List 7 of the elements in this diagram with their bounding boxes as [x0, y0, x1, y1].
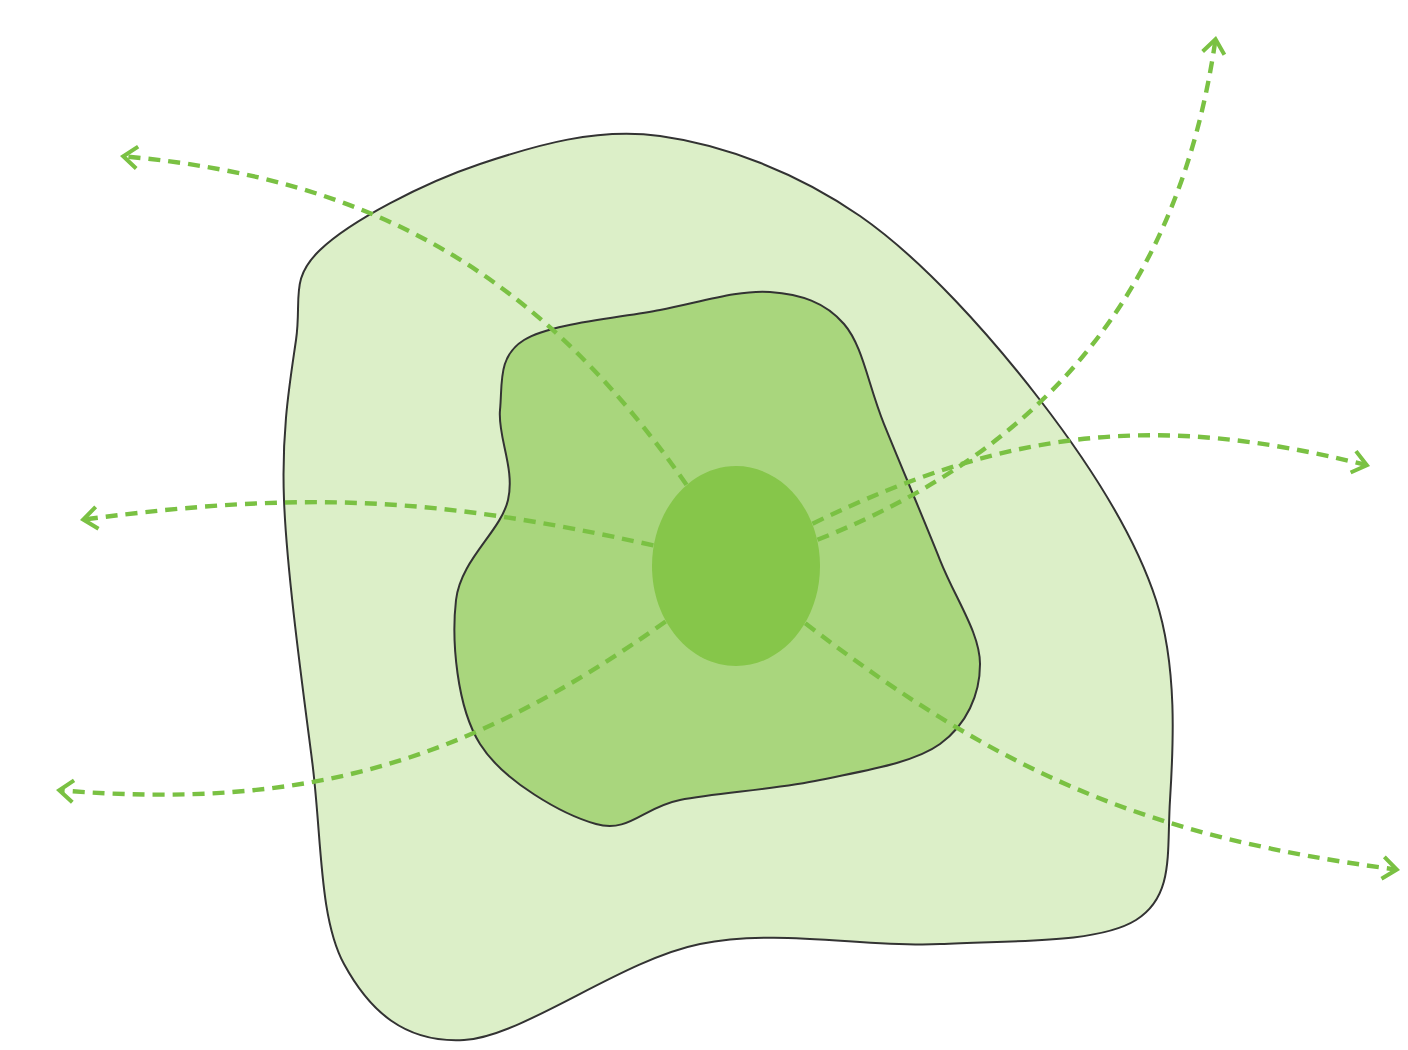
dashed-arrow: [804, 621, 1400, 881]
dashed-arrow: [56, 619, 667, 804]
dashed-arrow: [80, 500, 654, 548]
dashed-arrow: [811, 433, 1371, 526]
dashed-arrow: [816, 36, 1227, 542]
core-circle: [652, 466, 820, 666]
dashed-arrow: [120, 144, 689, 487]
